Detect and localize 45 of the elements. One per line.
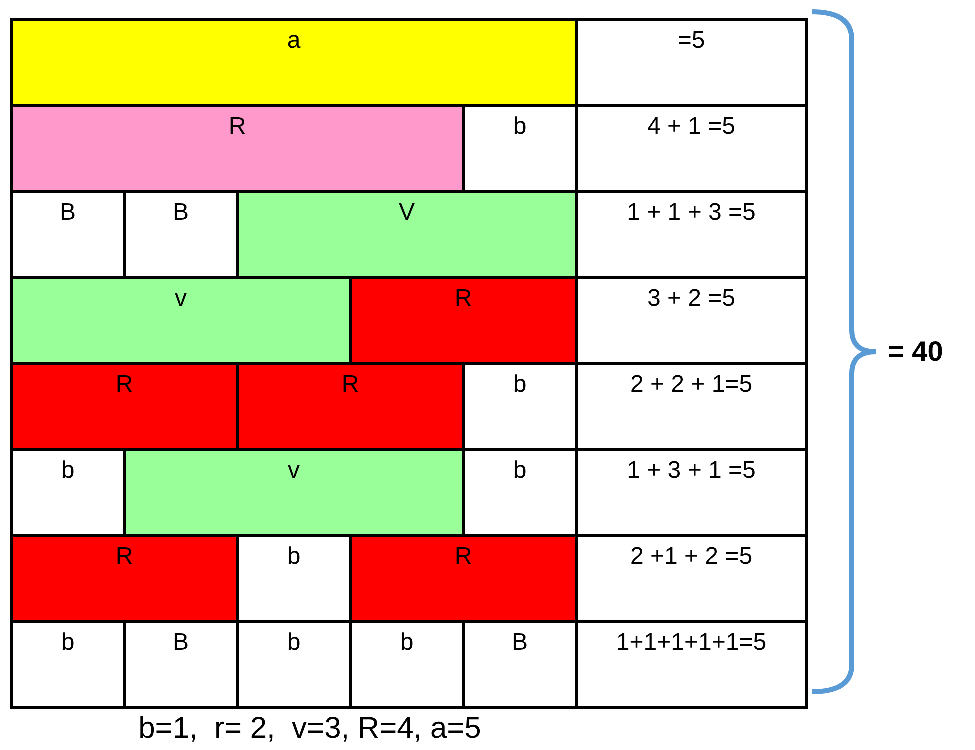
- colored-bar: [236, 362, 465, 451]
- letter-label: b: [61, 629, 75, 657]
- sum-cell: [575, 18, 808, 107]
- letter-label: B: [172, 629, 189, 657]
- letter-label: R: [116, 371, 134, 399]
- letter-label: b: [513, 457, 527, 485]
- letter-label: B: [60, 199, 76, 227]
- letter-label: V: [398, 199, 415, 227]
- colored-bar: [349, 276, 578, 365]
- sum-cell: [575, 620, 808, 709]
- equation-text: 2 + 2 + 1=5: [630, 371, 753, 399]
- letter-label: B: [172, 199, 189, 227]
- letter-label: v: [288, 457, 300, 485]
- letter-label: R: [454, 543, 472, 571]
- equation-text: 1+1+1+1+1=5: [616, 629, 767, 657]
- letter-label: b: [513, 371, 527, 399]
- equation-text: 2 +1 + 2 =5: [630, 543, 753, 571]
- letter-label: b: [400, 629, 414, 657]
- equation-text: 1 + 1 + 3 =5: [627, 199, 756, 227]
- letter-label: R: [116, 543, 134, 571]
- letter-label: b: [287, 629, 301, 657]
- colored-bar: [349, 534, 578, 623]
- letter-label: v: [175, 285, 187, 313]
- total-label: = 40: [888, 336, 944, 368]
- colored-bar: [10, 276, 352, 365]
- colored-bar: [236, 190, 578, 279]
- letter-label: R: [454, 285, 472, 313]
- value-key: b=1, r= 2, v=3, R=4, a=5: [10, 712, 610, 746]
- colored-bar: [10, 104, 465, 193]
- letter-label: b: [513, 113, 527, 141]
- letter-label: B: [512, 629, 528, 657]
- colored-bar: [10, 534, 239, 623]
- letter-label: R: [228, 113, 246, 141]
- letter-label: R: [342, 371, 360, 399]
- equation-text: =5: [678, 27, 706, 55]
- equation-text: 1 + 3 + 1 =5: [627, 457, 756, 485]
- unit-block: [10, 620, 126, 709]
- equation-text: 4 + 1 =5: [647, 113, 736, 141]
- colored-bar: [10, 18, 578, 107]
- colored-bar: [123, 448, 465, 537]
- letter-label: b: [287, 543, 301, 571]
- equation-text: 3 + 2 =5: [647, 285, 736, 313]
- letter-label: b: [61, 457, 75, 485]
- colored-bar: [10, 362, 239, 451]
- letter-label: a: [287, 27, 301, 55]
